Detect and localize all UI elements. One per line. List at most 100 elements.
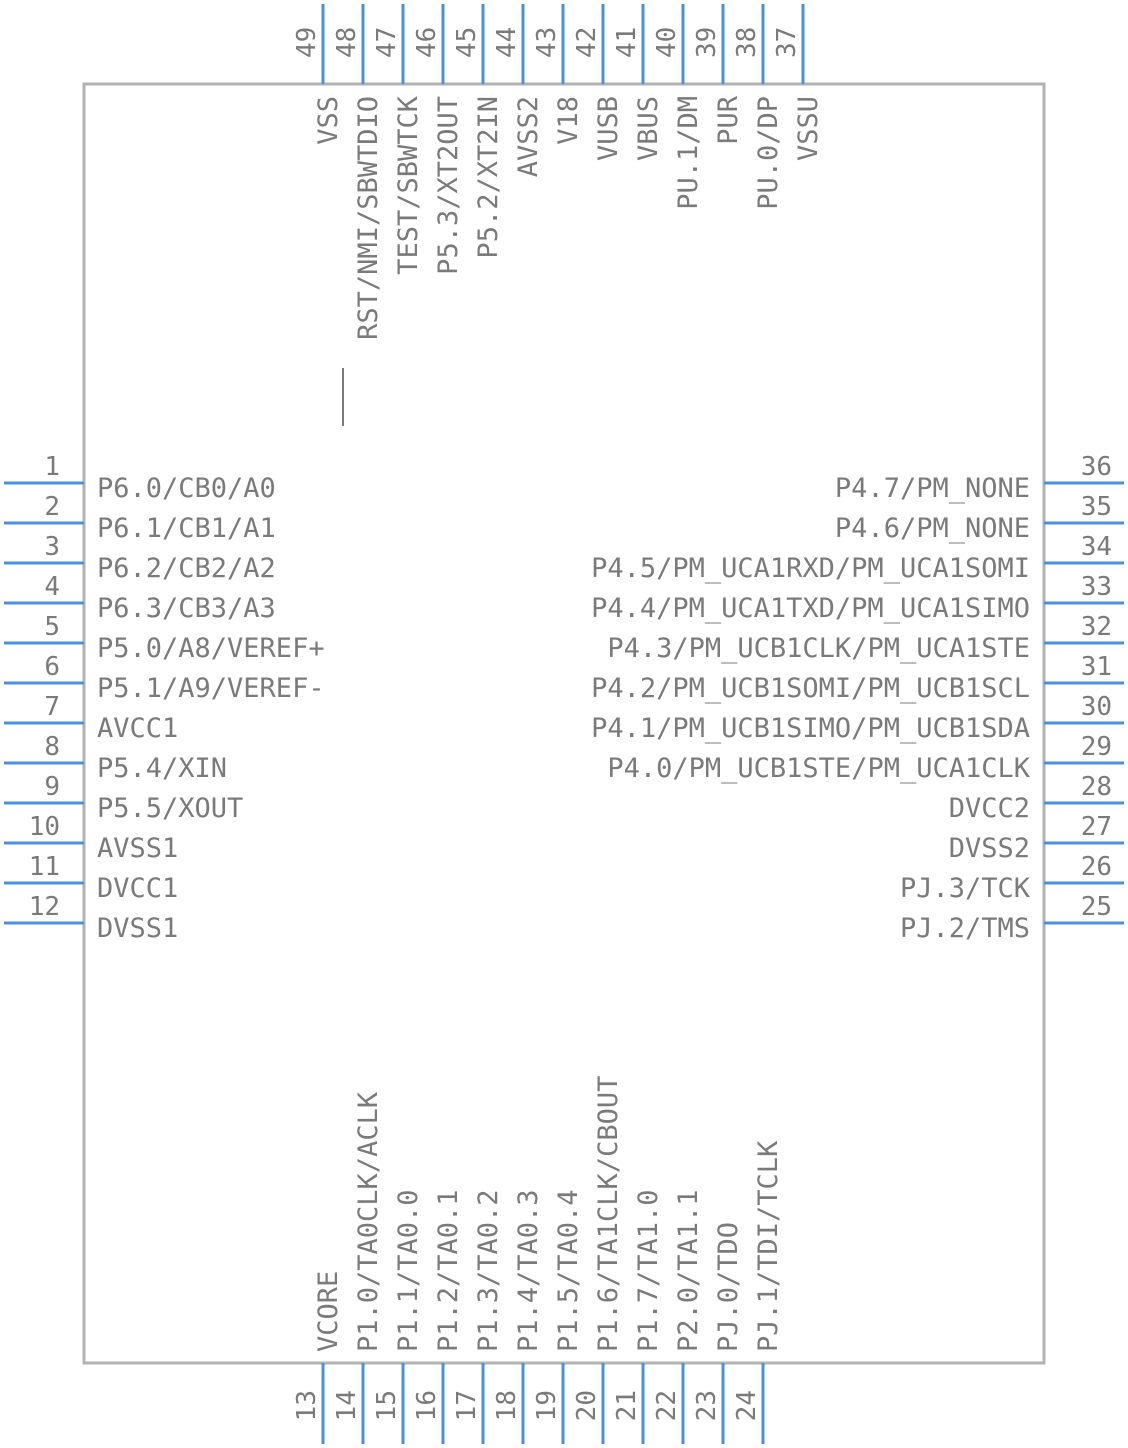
pin-label-14: P1.0/TA0CLK/ACLK <box>353 1091 384 1352</box>
pin-number-31: 31 <box>1081 652 1112 682</box>
pin-label-46: P5.3/XT2OUT <box>433 96 464 275</box>
pin-number-42: 42 <box>572 27 602 58</box>
pin-label-5: P5.0/A8/VEREF+ <box>97 633 325 664</box>
pins-right-group: 25PJ.2/TMS26PJ.3/TCK27DVSS228DVCC229P4.0… <box>591 452 1124 944</box>
pin-label-8: P5.4/XIN <box>97 753 227 784</box>
pin-number-2: 2 <box>44 492 60 522</box>
pin-number-5: 5 <box>44 612 60 642</box>
pin-number-47: 47 <box>372 27 402 58</box>
pin-label-44: AVSS2 <box>513 96 544 177</box>
pin-label-35: P4.6/PM_NONE <box>835 513 1030 544</box>
pin-number-44: 44 <box>492 27 522 58</box>
pin-number-37: 37 <box>772 27 802 58</box>
pin-number-22: 22 <box>652 1390 682 1421</box>
pin-number-41: 41 <box>612 27 642 58</box>
pin-number-1: 1 <box>44 452 60 482</box>
pin-number-20: 20 <box>572 1390 602 1421</box>
pin-label-32: P4.3/PM_UCB1CLK/PM_UCA1STE <box>607 633 1030 664</box>
pin-label-1: P6.0/CB0/A0 <box>97 473 276 504</box>
pin-number-3: 3 <box>44 532 60 562</box>
pin-label-42: VUSB <box>593 96 624 161</box>
pin-number-23: 23 <box>692 1390 722 1421</box>
pin-label-26: PJ.3/TCK <box>900 873 1031 904</box>
pin-number-40: 40 <box>652 27 682 58</box>
pin-number-9: 9 <box>44 772 60 802</box>
pin-label-43: V18 <box>553 96 584 145</box>
pin-label-28: DVCC2 <box>949 793 1030 824</box>
pin-label-20: P1.6/TA1CLK/CBOUT <box>593 1076 624 1352</box>
pin-label-23: PJ.0/TDO <box>713 1222 744 1352</box>
pin-number-34: 34 <box>1081 532 1112 562</box>
pin-number-49: 49 <box>292 27 322 58</box>
pin-label-41: VBUS <box>633 96 664 161</box>
pin-number-25: 25 <box>1081 892 1112 922</box>
pin-number-36: 36 <box>1081 452 1112 482</box>
pin-number-8: 8 <box>44 732 60 762</box>
pin-number-39: 39 <box>692 27 722 58</box>
pin-number-19: 19 <box>532 1390 562 1421</box>
pin-label-39: PUR <box>713 95 744 145</box>
pin-number-11: 11 <box>29 852 60 882</box>
pin-label-48: RST/NMI/SBWTDIO <box>353 96 384 340</box>
pin-number-32: 32 <box>1081 612 1112 642</box>
pin-label-4: P6.3/CB3/A3 <box>97 593 276 624</box>
pin-label-40: PU.1/DM <box>673 96 704 210</box>
pin-label-17: P1.3/TA0.2 <box>473 1189 504 1352</box>
pin-label-36: P4.7/PM_NONE <box>835 473 1030 504</box>
pin-label-10: AVSS1 <box>97 833 178 864</box>
pin-label-7: AVCC1 <box>97 713 178 744</box>
pin-label-2: P6.1/CB1/A1 <box>97 513 276 544</box>
pin-label-45: P5.2/XT2IN <box>473 96 504 259</box>
pin-label-16: P1.2/TA0.1 <box>433 1189 464 1352</box>
pin-number-24: 24 <box>732 1390 762 1421</box>
pin-number-29: 29 <box>1081 732 1112 762</box>
pin-label-31: P4.2/PM_UCB1SOMI/PM_UCB1SCL <box>591 673 1030 704</box>
pin-label-12: DVSS1 <box>97 913 178 944</box>
pin-label-25: PJ.2/TMS <box>900 913 1030 944</box>
pin-number-26: 26 <box>1081 852 1112 882</box>
pin-number-46: 46 <box>412 27 442 58</box>
pin-number-21: 21 <box>612 1390 642 1421</box>
pin-number-43: 43 <box>532 27 562 58</box>
pin-label-29: P4.0/PM_UCB1STE/PM_UCA1CLK <box>607 753 1030 784</box>
pin-number-4: 4 <box>44 572 60 602</box>
pin-label-37: VSSU <box>793 96 824 161</box>
pin-label-6: P5.1/A9/VEREF- <box>97 673 325 704</box>
pin-label-27: DVSS2 <box>949 833 1030 864</box>
pin-label-19: P1.5/TA0.4 <box>553 1189 584 1352</box>
pin-number-12: 12 <box>29 892 60 922</box>
pins-left-group: 1P6.0/CB0/A02P6.1/CB1/A13P6.2/CB2/A24P6.… <box>4 452 325 944</box>
pin-label-13: VCORE <box>313 1271 344 1352</box>
pin-number-33: 33 <box>1081 572 1112 602</box>
pin-number-7: 7 <box>44 692 60 722</box>
pin-number-48: 48 <box>332 27 362 58</box>
pin-label-47: TEST/SBWTCK <box>393 95 424 275</box>
pin-number-17: 17 <box>452 1390 482 1421</box>
pin-number-30: 30 <box>1081 692 1112 722</box>
pin-number-28: 28 <box>1081 772 1112 802</box>
pin-number-13: 13 <box>292 1390 322 1421</box>
pin-label-21: P1.7/TA1.0 <box>633 1189 664 1352</box>
pin-label-9: P5.5/XOUT <box>97 793 243 824</box>
pins-bottom-group: 13 VCORE 14 P1.0/TA0CLK/ACLK 15 P1.1/TA0.0 16 P… <box>292 1076 784 1444</box>
pin-number-6: 6 <box>44 652 60 682</box>
pin-number-15: 15 <box>372 1390 402 1421</box>
pin-number-45: 45 <box>452 27 482 58</box>
pin-number-35: 35 <box>1081 492 1112 522</box>
pin-label-49: VSS <box>313 96 344 145</box>
pin-number-10: 10 <box>29 812 60 842</box>
pin-label-24: PJ.1/TDI/TCLK <box>753 1140 784 1352</box>
pin-label-18: P1.4/TA0.3 <box>513 1189 544 1352</box>
pin-label-34: P4.5/PM_UCA1RXD/PM_UCA1SOMI <box>591 553 1030 584</box>
pin-label-30: P4.1/PM_UCB1SIMO/PM_UCB1SDA <box>591 713 1030 744</box>
pin-label-22: P2.0/TA1.1 <box>673 1189 704 1352</box>
pins-top-group: 37VSSU38PU.0/DP39PUR40PU.1/DM41VBUS42VUS… <box>292 4 824 426</box>
ic-body-outline <box>82 82 1046 1365</box>
pin-label-38: PU.0/DP <box>753 96 784 210</box>
pin-label-33: P4.4/PM_UCA1TXD/PM_UCA1SIMO <box>591 593 1030 624</box>
pin-number-16: 16 <box>412 1390 442 1421</box>
pin-number-14: 14 <box>332 1390 362 1421</box>
pin-number-18: 18 <box>492 1390 522 1421</box>
pin-label-15: P1.1/TA0.0 <box>393 1189 424 1352</box>
